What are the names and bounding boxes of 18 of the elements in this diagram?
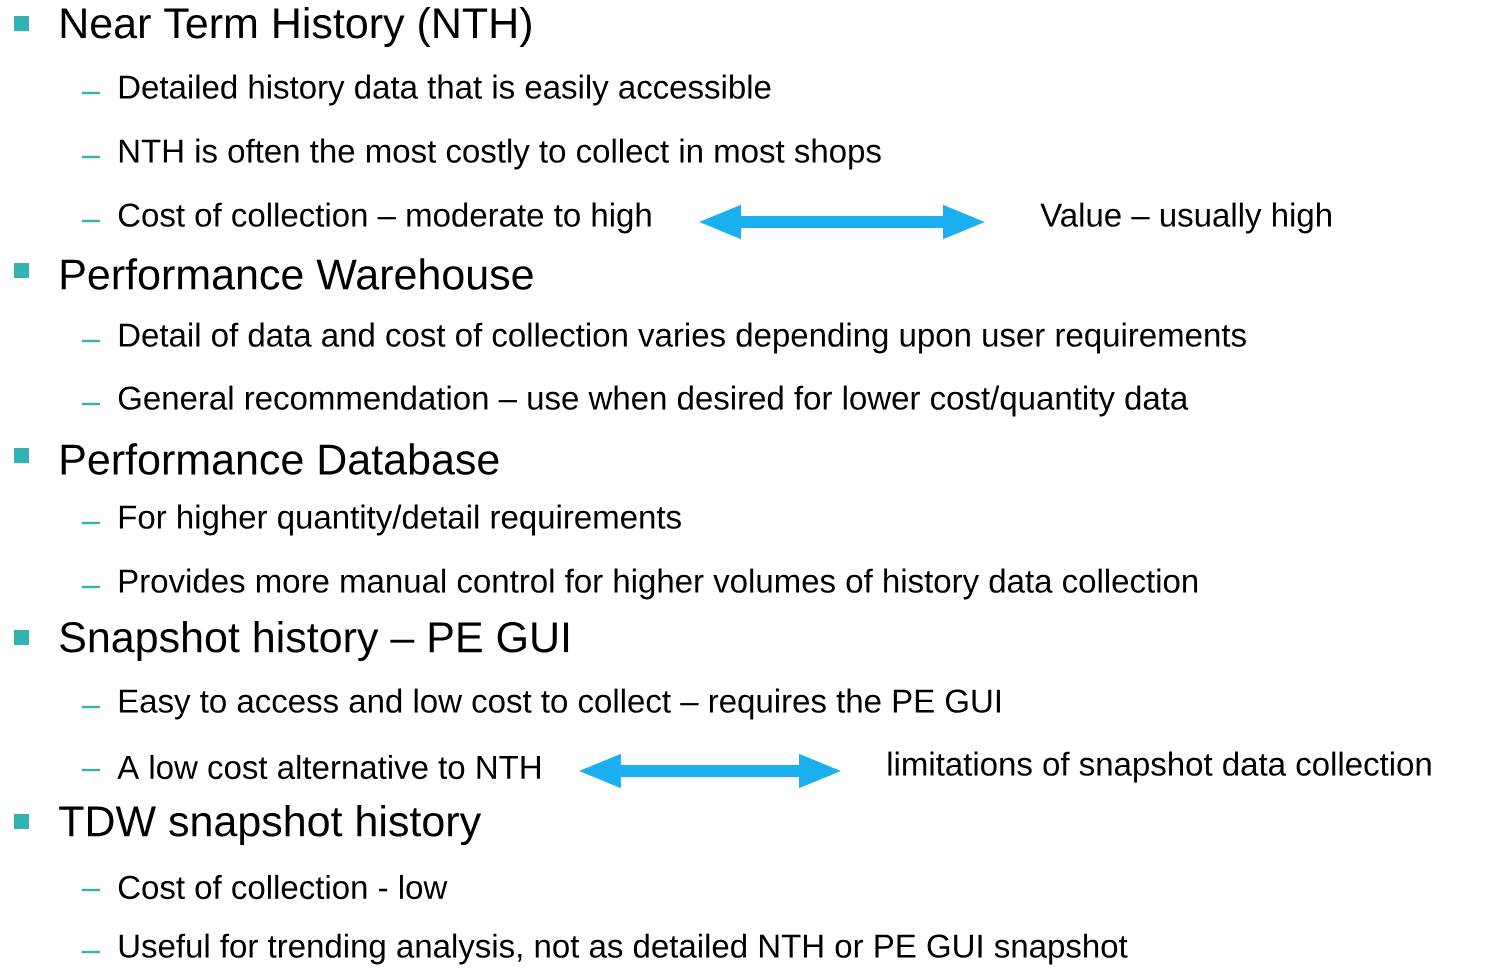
bullet-item: For higher quantity/detail requirements (119, 504, 681, 536)
bullet-heading: Performance Warehouse (61, 258, 533, 290)
bullet-heading: TDW snapshot history (59, 804, 482, 846)
bullet-item: Easy to access and low cost to collect – requires the PE GUI (119, 688, 1000, 720)
bullet-heading: Performance Database (61, 443, 499, 475)
bullet-item: Cost of collection - low (118, 874, 448, 900)
bullet-item: Detailed history data that is easily accessible (119, 74, 771, 106)
bullet-item: Useful for trending analysis, not as detailed NTH or PE GUI snapshot (119, 933, 1128, 965)
statement-text: Cost of collection – moderate to high (118, 202, 651, 234)
statement-text: limitations of snapshot data collection (888, 751, 1431, 783)
bullet-item: Provides more manual control for higher volumes of history data collection (119, 568, 1198, 600)
bullet-heading: Near Term History (NTH) (61, 6, 531, 48)
bullet-heading: Snapshot history – PE GUI (60, 620, 569, 662)
bullet-item: Detail of data and cost of collection varies depending upon user requirements (119, 322, 1246, 354)
statement-text: A low cost alternative to NTH (117, 754, 540, 780)
statement-text: Value – usually high (1040, 202, 1331, 234)
bullet-item: General recommendation – use when desired for lower cost/quantity data (118, 385, 1189, 417)
bullet-item: NTH is often the most costly to collect in most shops (119, 138, 881, 170)
